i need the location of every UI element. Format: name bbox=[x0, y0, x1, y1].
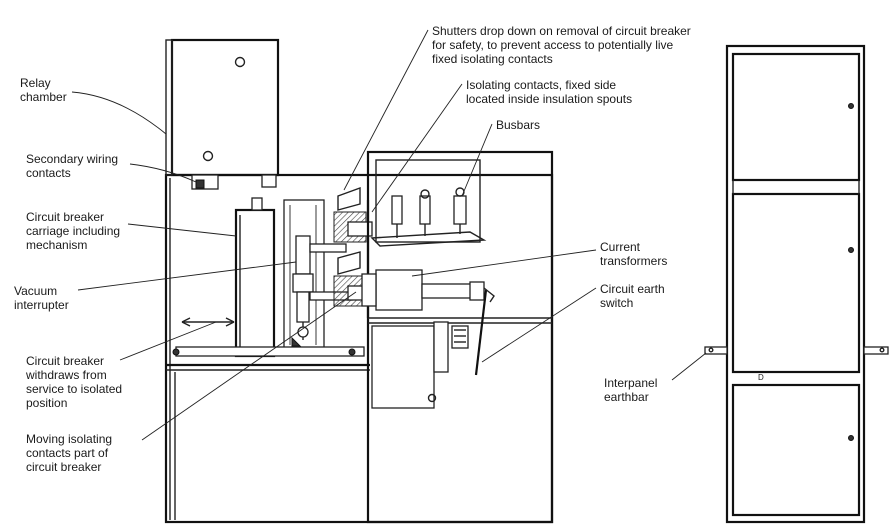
label-current-transformers: Current transformers bbox=[600, 240, 668, 268]
insulation-spouts bbox=[333, 187, 373, 318]
earth-switch-assembly bbox=[371, 287, 495, 409]
label-vacuum-interrupter: Vacuum interrupter bbox=[14, 284, 69, 312]
label-cb-carriage: Circuit breaker carriage including mecha… bbox=[26, 210, 121, 252]
busbars-group bbox=[370, 187, 487, 247]
label-shutters: Shutters drop down on removal of circuit… bbox=[432, 24, 691, 66]
label-secondary-wiring: Secondary wiring contacts bbox=[26, 152, 119, 180]
current-transformers-body bbox=[361, 269, 485, 311]
label-moving-contacts: Moving isolating contacts part of circui… bbox=[26, 432, 113, 474]
label-circuit-earth-switch: Circuit earth switch bbox=[600, 282, 665, 310]
label-busbars: Busbars bbox=[496, 118, 541, 132]
vacuum-interrupter-body bbox=[292, 235, 314, 340]
label-relay-chamber: Relay chamber bbox=[20, 76, 67, 104]
leader-lines bbox=[71, 29, 707, 441]
label-cb-withdraws: Circuit breaker withdraws from service t… bbox=[26, 354, 123, 410]
front-view-panel: D bbox=[704, 44, 889, 524]
secondary-wiring-contacts bbox=[191, 174, 277, 190]
cb-carriage-body bbox=[234, 197, 325, 358]
cable-compartment bbox=[366, 150, 554, 524]
svg-text:D: D bbox=[758, 373, 764, 382]
relay-chamber-box bbox=[165, 38, 280, 177]
label-interpanel-earthbar: Interpanel earthbar bbox=[604, 376, 658, 404]
withdrawal-rail bbox=[172, 317, 365, 357]
label-isolating-fixed: Isolating contacts, fixed side located i… bbox=[466, 78, 633, 106]
side-view-panel bbox=[164, 38, 554, 524]
interpanel-earthbar-bar: D bbox=[704, 346, 889, 382]
